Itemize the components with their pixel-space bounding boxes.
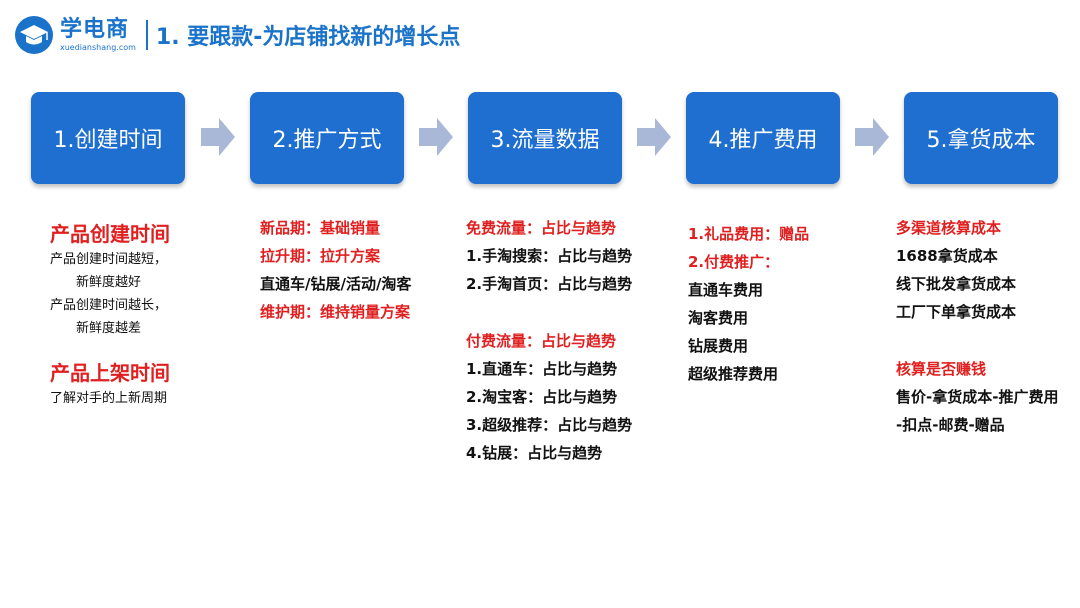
step-5-box: 5.拿货成本 <box>904 92 1058 184</box>
step-1-box: 1.创建时间 <box>31 92 185 184</box>
col2-line-4: 维护期：维持销量方案 <box>260 303 411 321</box>
logo: 学电商 xuedianshang.com <box>14 15 136 55</box>
col3-heading-1: 免费流量：占比与趋势 <box>466 219 617 237</box>
col1-line-3: 产品创建时间越长， <box>50 298 168 313</box>
header-divider <box>145 20 148 50</box>
col4-line-3: 钻展费用 <box>688 337 749 355</box>
col5-line-3: 工厂下单拿货成本 <box>896 303 1017 321</box>
col4-line-4: 超级推荐费用 <box>688 365 779 383</box>
col3-line-4: 2.淘宝客：占比与趋势 <box>466 388 618 406</box>
col3-line-1: 1.手淘搜索：占比与趋势 <box>466 247 633 265</box>
col2-line-2: 拉升期：拉升方案 <box>260 247 381 265</box>
right-arrow-icon <box>855 118 889 156</box>
graduation-cap-icon <box>15 16 53 54</box>
col-promo-cost: 1.礼品费用：赠品 2.付费推广： 直通车费用 淘客费用 钻展费用 超级推荐费用 <box>688 223 809 391</box>
col2-line-3: 直通车/钻展/活动/淘客 <box>260 275 412 293</box>
col1-line-4: 新鲜度越差 <box>76 321 142 336</box>
col1-line-2: 新鲜度越好 <box>76 275 142 290</box>
col3-heading-2: 付费流量：占比与趋势 <box>466 332 617 350</box>
step-3-label: 3.流量数据 <box>490 128 600 153</box>
col1-heading-1: 产品创建时间 <box>50 222 170 246</box>
right-arrow-icon <box>637 118 671 156</box>
step-5-label: 5.拿货成本 <box>926 128 1036 153</box>
col-sourcing-cost: 多渠道核算成本 1688拿货成本 线下批发拿货成本 工厂下单拿货成本 核算是否赚… <box>896 217 1058 442</box>
page-title: 1. 要跟款-为店铺找新的增长点 <box>155 25 461 50</box>
col4-heading-1: 1.礼品费用：赠品 <box>688 225 810 243</box>
header: 学电商 xuedianshang.com 1. 要跟款-为店铺找新的增长点 <box>14 10 460 60</box>
logo-name: 学电商 <box>60 16 130 42</box>
col3-line-6: 4.钻展：占比与趋势 <box>466 444 603 462</box>
logo-url: xuedianshang.com <box>60 42 136 52</box>
col4-line-2: 淘客费用 <box>688 309 749 327</box>
step-2-box: 2.推广方式 <box>250 92 404 184</box>
col5-line-5: -扣点-邮费-赠品 <box>896 416 1005 434</box>
col3-line-2: 2.手淘首页：占比与趋势 <box>466 275 633 293</box>
col5-line-2: 线下批发拿货成本 <box>896 275 1017 293</box>
col3-line-3: 1.直通车：占比与趋势 <box>466 360 618 378</box>
right-arrow-icon <box>201 118 235 156</box>
col-traffic: 免费流量：占比与趋势 1.手淘搜索：占比与趋势 2.手淘首页：占比与趋势 付费流… <box>466 217 632 470</box>
col5-heading-1: 多渠道核算成本 <box>896 219 1002 237</box>
col5-heading-2: 核算是否赚钱 <box>896 360 987 378</box>
col5-line-1: 1688拿货成本 <box>896 247 998 265</box>
col2-line-1: 新品期：基础销量 <box>260 219 381 237</box>
col-promotion: 新品期：基础销量 拉升期：拉升方案 直通车/钻展/活动/淘客 维护期：维持销量方… <box>260 217 411 329</box>
step-4-label: 4.推广费用 <box>708 128 818 153</box>
step-4-box: 4.推广费用 <box>686 92 840 184</box>
col1-heading-2: 产品上架时间 <box>50 361 170 385</box>
right-arrow-icon <box>419 118 453 156</box>
col4-heading-2: 2.付费推广： <box>688 253 780 271</box>
col3-line-5: 3.超级推荐：占比与趋势 <box>466 416 633 434</box>
col-creation-time: 产品创建时间 产品创建时间越短， 新鲜度越好 产品创建时间越长， 新鲜度越差 产… <box>50 218 170 410</box>
col4-line-1: 直通车费用 <box>688 281 764 299</box>
col1-line-5: 了解对手的上新周期 <box>50 391 168 406</box>
step-1-label: 1.创建时间 <box>53 128 163 153</box>
step-3-box: 3.流量数据 <box>468 92 622 184</box>
col1-line-1: 产品创建时间越短， <box>50 252 168 267</box>
col5-line-4: 售价-拿货成本-推广费用 <box>896 388 1059 406</box>
step-2-label: 2.推广方式 <box>272 128 382 153</box>
